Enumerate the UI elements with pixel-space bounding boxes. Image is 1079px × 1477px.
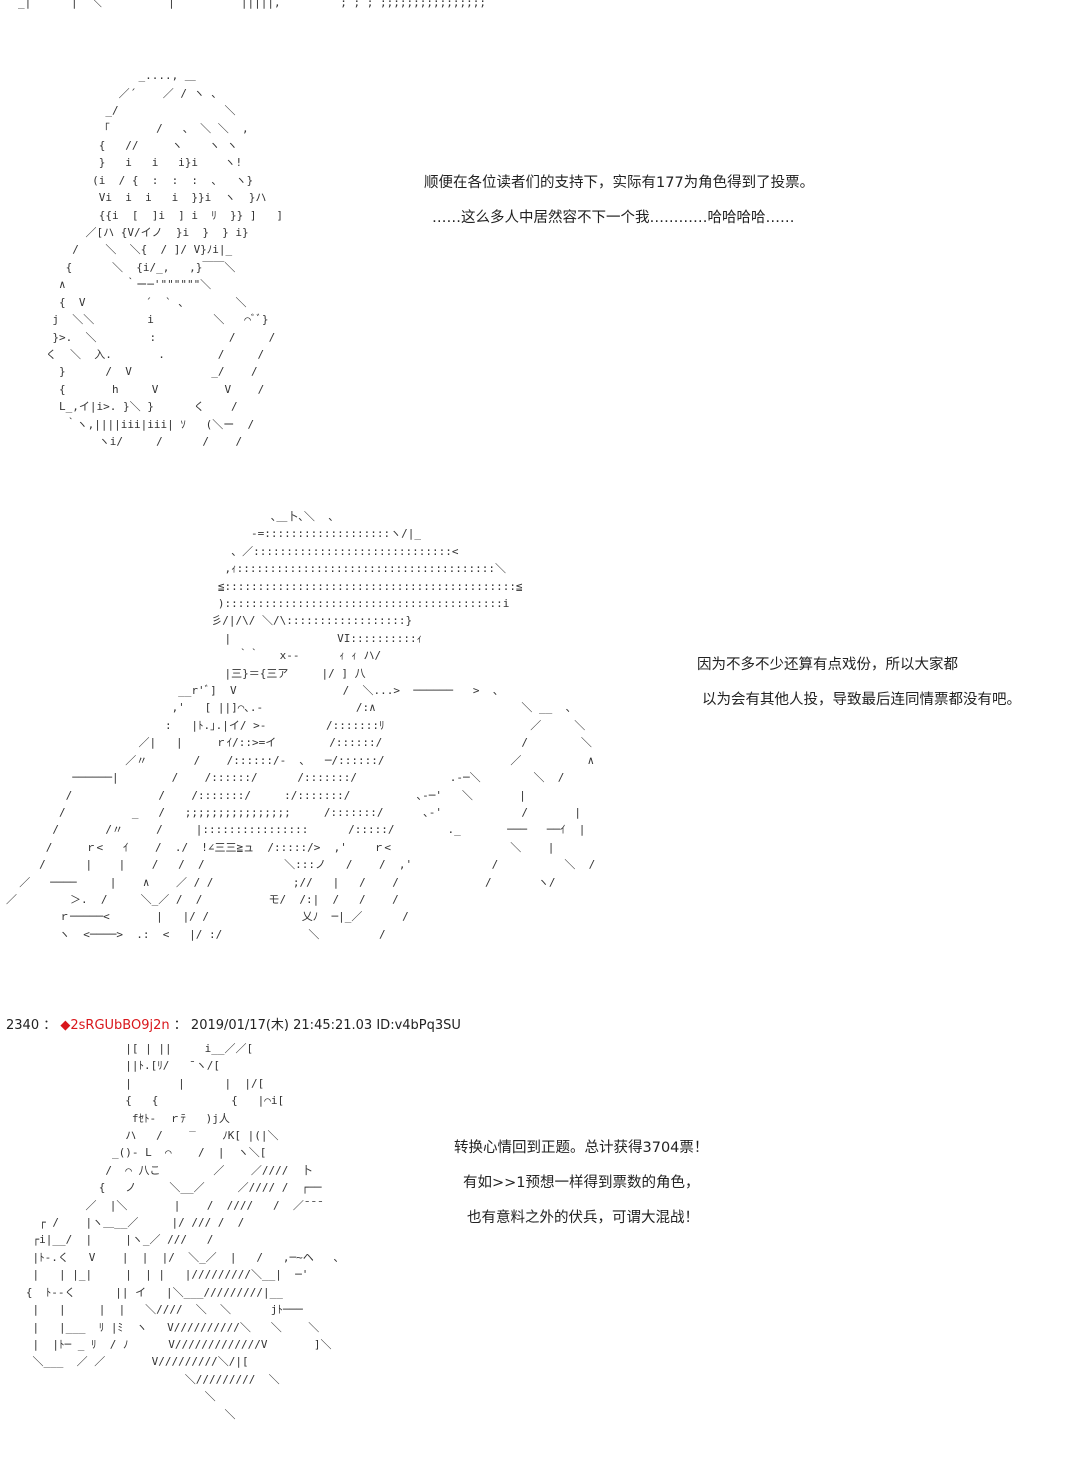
post-number: 2340: [6, 1018, 40, 1033]
dialogue-line: 因为不多不少还算有点戏份，所以大家都: [697, 657, 958, 673]
dialogue-line: 顺便在各位读者们的支持下，实际有177为角色得到了投票。: [424, 175, 815, 191]
post-separator: ：: [43, 1018, 57, 1033]
post-id[interactable]: ID:v4bPq3SU: [376, 1018, 461, 1033]
trip-diamond-icon: ◆: [60, 1018, 71, 1033]
post-time: 21:45:21.03: [293, 1018, 373, 1033]
dialogue-block-3: 转换心情回到正题。总计获得3704票！ 有如>>1预想一样得到票数的角色， 也有…: [454, 1139, 708, 1227]
post-header: 2340 ： ◆2sRGUbBO9j2n ： 2019/01/17(木) 21:…: [6, 1014, 461, 1033]
ascii-art-character-1: _...., ＿ ／´ ／ / ヽ 、 _/ ＼ 「 / 、 ＼ ＼ , { /…: [45, 69, 284, 448]
dialogue-line: ……这么多人中居然容不下一个我…………哈哈哈哈……: [432, 210, 795, 226]
post-separator: ：: [173, 1018, 187, 1033]
ascii-art-character-3: |[ | || i__／／[ ||ﾄ.[ﾘ/ ¯ヽ/[ | | | |/[ { …: [25, 1042, 340, 1421]
dialogue-line: 以为会有其他人投，导致最后连同情票都没有吧。: [702, 692, 1021, 708]
dialogue-line: 有如>>1预想一样得到票数的角色，: [463, 1175, 700, 1191]
dialogue-block-2: 因为不多不少还算有点戏份，所以大家都 以为会有其他人投，导致最后连同情票都没有吧…: [697, 656, 1021, 709]
ascii-art-top-strip: _| | ＼ | |||||, ; ; ; ;;;;;;;;;;;;;;;;: [18, 0, 486, 9]
dialogue-line: 转换心情回到正题。总计获得3704票！: [454, 1140, 709, 1156]
poster-tripcode[interactable]: 2sRGUbBO9j2n: [70, 1018, 170, 1033]
post-date: 2019/01/17(木): [190, 1018, 289, 1033]
ascii-art-character-2: ､＿卜､＼ 、 -=:::::::::::::::::::ヽ/|_ 、／::::…: [6, 510, 596, 941]
dialogue-line: 也有意料之外的伏兵，可谓大混战！: [467, 1210, 699, 1226]
dialogue-block-1: 顺便在各位读者们的支持下，实际有177为角色得到了投票。 ……这么多人中居然容不…: [424, 174, 814, 227]
